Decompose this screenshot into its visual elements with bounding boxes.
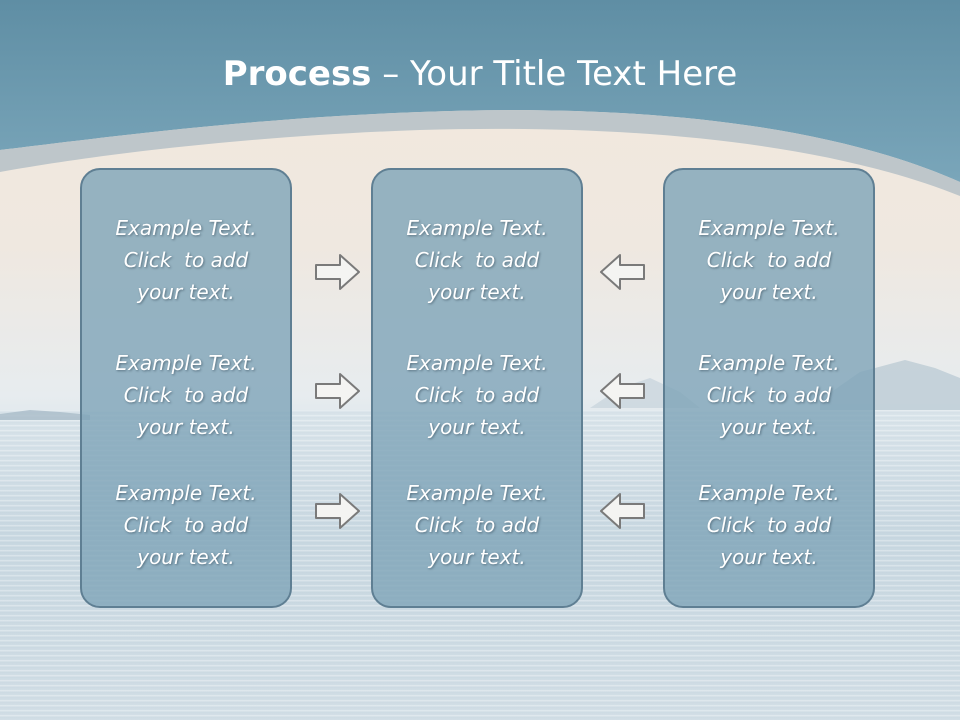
text-block[interactable]: Example Text. Click to add your text. <box>82 347 290 443</box>
text-line: Example Text. <box>115 481 257 505</box>
text-line: Click to add <box>706 383 832 407</box>
process-box-right: Example Text. Click to add your text. Ex… <box>663 168 875 608</box>
header-swoosh <box>0 110 960 196</box>
arrow-right-icon <box>315 373 360 409</box>
text-line: Click to add <box>123 383 249 407</box>
arrow-left-icon <box>600 254 645 290</box>
text-line: Example Text. <box>406 216 548 240</box>
text-line: Example Text. <box>698 216 840 240</box>
title-bold: Process <box>222 54 372 94</box>
text-line: Click to add <box>123 513 249 537</box>
text-line: your text. <box>428 545 526 569</box>
text-line: Example Text. <box>115 351 257 375</box>
text-block[interactable]: Example Text. Click to add your text. <box>373 212 581 308</box>
text-line: your text. <box>720 545 818 569</box>
text-line: your text. <box>137 280 235 304</box>
text-line: Example Text. <box>406 351 548 375</box>
text-line: Click to add <box>414 248 540 272</box>
text-line: Click to add <box>414 513 540 537</box>
shoreline-left <box>0 410 90 420</box>
text-block[interactable]: Example Text. Click to add your text. <box>373 347 581 443</box>
process-box-center: Example Text. Click to add your text. Ex… <box>371 168 583 608</box>
text-block[interactable]: Example Text. Click to add your text. <box>82 212 290 308</box>
text-line: your text. <box>720 415 818 439</box>
text-block[interactable]: Example Text. Click to add your text. <box>665 477 873 573</box>
text-block[interactable]: Example Text. Click to add your text. <box>82 477 290 573</box>
text-line: Click to add <box>414 383 540 407</box>
text-line: Example Text. <box>698 481 840 505</box>
title-rest: – Your Title Text Here <box>371 54 738 94</box>
text-line: Click to add <box>123 248 249 272</box>
text-block[interactable]: Example Text. Click to add your text. <box>373 477 581 573</box>
arrow-right-icon <box>315 493 360 529</box>
text-line: your text. <box>720 280 818 304</box>
text-block[interactable]: Example Text. Click to add your text. <box>665 347 873 443</box>
text-block[interactable]: Example Text. Click to add your text. <box>665 212 873 308</box>
text-line: Click to add <box>706 248 832 272</box>
text-line: your text. <box>428 280 526 304</box>
text-line: Click to add <box>706 513 832 537</box>
slide-title: Process – Your Title Text Here <box>0 52 960 96</box>
process-box-left: Example Text. Click to add your text. Ex… <box>80 168 292 608</box>
arrow-left-icon <box>600 373 645 409</box>
text-line: your text. <box>137 545 235 569</box>
text-line: Example Text. <box>698 351 840 375</box>
header-band <box>0 0 960 182</box>
text-line: your text. <box>137 415 235 439</box>
arrow-right-icon <box>315 254 360 290</box>
text-line: your text. <box>428 415 526 439</box>
arrow-left-icon <box>600 493 645 529</box>
text-line: Example Text. <box>406 481 548 505</box>
text-line: Example Text. <box>115 216 257 240</box>
